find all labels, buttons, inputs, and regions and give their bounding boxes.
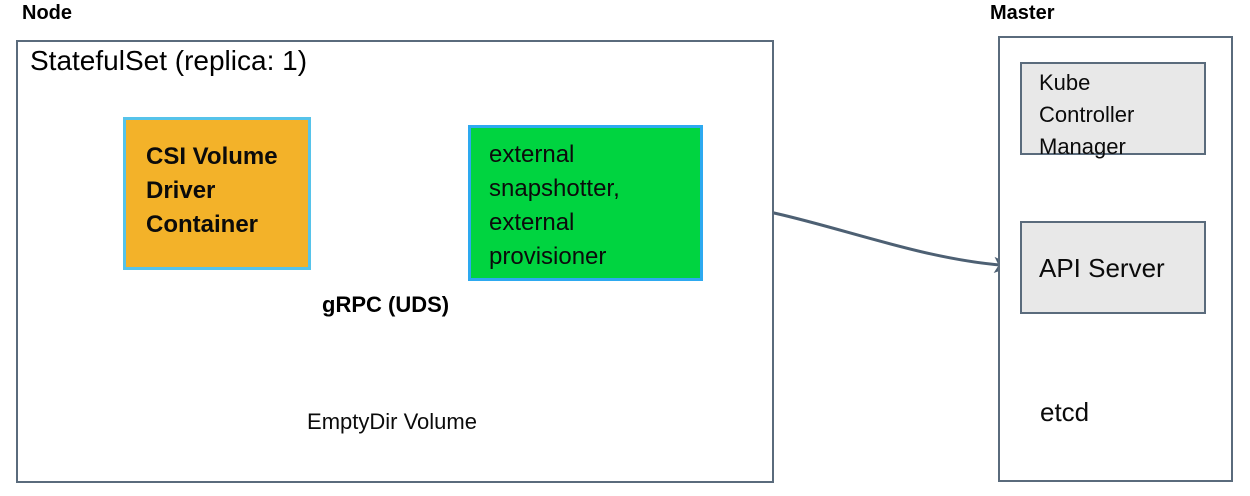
node-group-label: Node (22, 2, 72, 24)
emptydir-volume-label: EmptyDir Volume (307, 409, 477, 434)
statefulset-label: StatefulSet (replica: 1) (30, 45, 308, 76)
master-group-label: Master (990, 2, 1055, 24)
grpc-uds-label: gRPC (UDS) (322, 292, 450, 317)
external-sidecars-box: external snapshotter, external provision… (468, 125, 703, 281)
etcd-label: etcd (1040, 397, 1090, 427)
api-server-box: API Server (1020, 221, 1206, 314)
csi-volume-driver-box: CSI Volume Driver Container (123, 117, 311, 270)
kube-controller-manager-box: Kube Controller Manager (1020, 62, 1206, 159)
